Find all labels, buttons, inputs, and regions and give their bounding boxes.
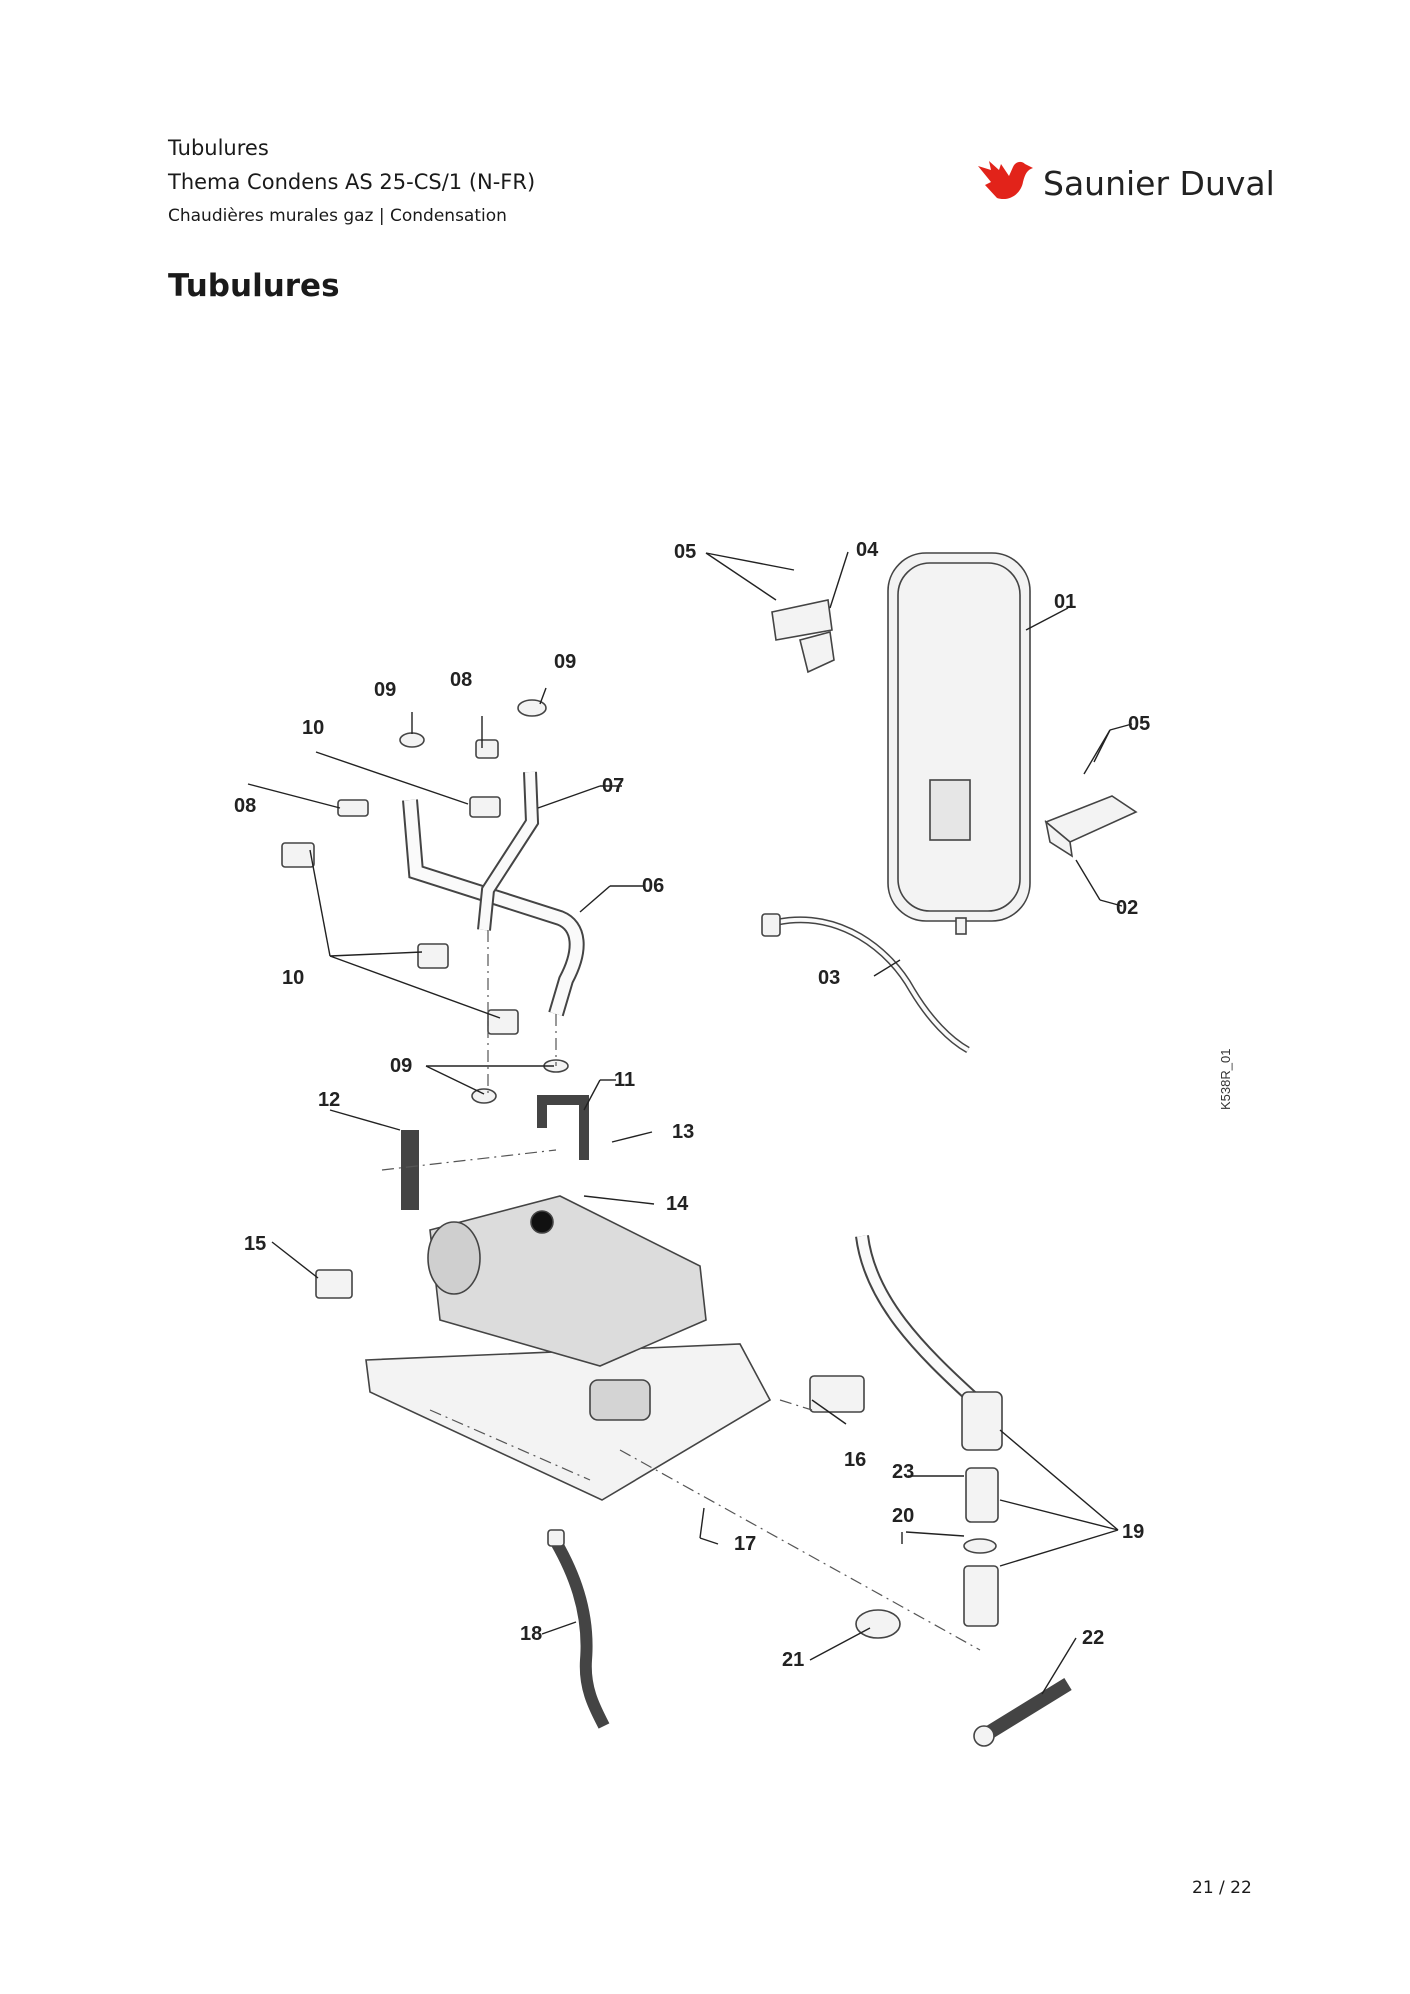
callout-11: 11 [614,1069,635,1091]
callout-10-upper: 10 [302,717,324,739]
callout-07: 07 [602,775,624,797]
callout-16: 16 [844,1449,866,1471]
brand-logo-bird [978,161,1033,200]
boiler-base-frame [365,1343,772,1501]
callout-08-left: 08 [234,795,256,817]
header-section-title: Tubulures [168,136,269,160]
callout-06: 06 [642,875,664,897]
callout-02: 02 [1116,897,1138,919]
callout-05-right: 05 [1128,713,1150,735]
page-title: Tubulures [168,268,340,304]
callout-09-top-right: 09 [554,651,576,673]
callout-10-lower: 10 [282,967,304,989]
callout-12: 12 [318,1089,340,1111]
page-number: 21 / 22 [1192,1878,1252,1898]
expansion-vessel [887,552,1031,922]
callout-17: 17 [734,1533,756,1555]
diagram-reference-code: K538R_01 [1218,1049,1233,1110]
callout-15: 15 [244,1233,266,1255]
callout-04: 04 [856,539,879,561]
header-category: Chaudières murales gaz | Condensation [168,206,507,226]
callout-14: 14 [666,1193,689,1215]
callout-09-lower: 09 [390,1055,412,1077]
callout-03: 03 [818,967,840,989]
callout-13: 13 [672,1121,694,1143]
callout-09-top-left: 09 [374,679,396,701]
callout-18: 18 [520,1623,542,1645]
header-product-name: Thema Condens AS 25-CS/1 (N-FR) [168,170,536,194]
callout-01: 01 [1054,591,1076,613]
brand-name: Saunier Duval [1043,164,1275,203]
callout-22: 22 [1082,1627,1104,1649]
callout-23: 23 [892,1461,914,1483]
callout-19: 19 [1122,1521,1144,1543]
callout-08-upper: 08 [450,669,472,691]
callout-20: 20 [892,1505,914,1527]
callout-21: 21 [782,1649,804,1671]
callout-05-top: 05 [674,541,696,563]
bracket-part [771,599,833,641]
